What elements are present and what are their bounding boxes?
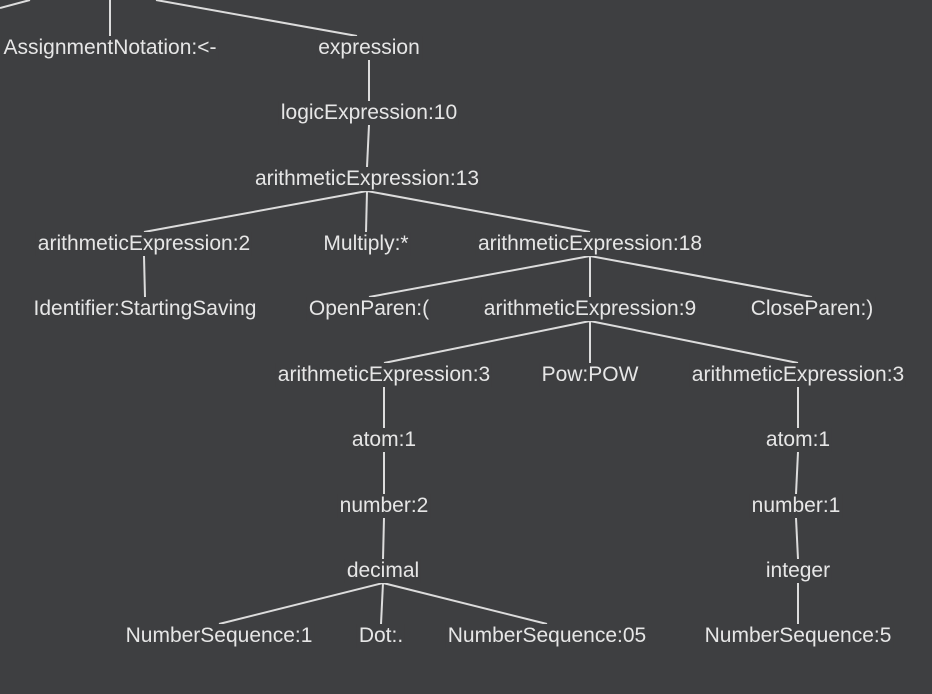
tree-edge-offscreen-2: [155, 0, 358, 37]
tree-edge-decimal-dot: [380, 582, 384, 625]
tree-edge-logic-arith13: [366, 124, 370, 168]
tree-node-ns5: NumberSequence:5: [702, 624, 894, 648]
tree-node-dot: Dot:.: [356, 624, 406, 648]
tree-node-expr: expression: [316, 36, 422, 60]
tree-node-arith3a: arithmeticExpression:3: [275, 363, 493, 387]
tree-edge-arith9-arith3a: [383, 320, 591, 364]
tree-node-assign: AssignmentNotation:<-: [1, 36, 219, 60]
tree-node-mult: Multiply:*: [321, 232, 411, 256]
tree-node-atom1b: atom:1: [763, 428, 833, 452]
tree-edge-arith13-arith18: [366, 190, 591, 233]
tree-node-arith2: arithmeticExpression:2: [35, 232, 253, 256]
tree-edge-num2-decimal: [382, 517, 385, 560]
tree-node-num2: number:2: [337, 494, 431, 518]
tree-edge-arith18-open: [368, 255, 591, 298]
tree-node-pow: Pow:POW: [539, 363, 641, 387]
tree-edge-arith13-arith2: [143, 190, 368, 233]
tree-node-open: OpenParen:(: [306, 297, 432, 321]
tree-node-num1: number:1: [749, 494, 843, 518]
tree-node-ns05: NumberSequence:05: [445, 624, 649, 648]
tree-edge-num1-integer: [795, 517, 799, 560]
tree-edge-arith18-close: [589, 255, 813, 298]
tree-edge-arith13-mult: [365, 190, 368, 233]
tree-edge-decimal-ns1: [218, 582, 384, 625]
tree-node-arith3b: arithmeticExpression:3: [689, 363, 907, 387]
tree-node-arith18: arithmeticExpression:18: [475, 232, 705, 256]
tree-edge-arith9-arith3b: [589, 320, 799, 364]
tree-node-decimal: decimal: [344, 559, 422, 583]
tree-node-arith13: arithmeticExpression:13: [252, 167, 482, 191]
tree-node-ns1: NumberSequence:1: [123, 624, 315, 648]
tree-edge-atom1b-num1: [795, 451, 799, 495]
tree-node-arith9: arithmeticExpression:9: [481, 297, 699, 321]
tree-node-logic: logicExpression:10: [278, 101, 460, 125]
tree-edge-decimal-ns05: [382, 582, 548, 625]
tree-edge-arith2-ident: [143, 255, 146, 298]
tree-node-integer: integer: [763, 559, 833, 583]
tree-node-close: CloseParen:): [748, 297, 876, 321]
tree-edge-offscreen-1: [0, 0, 31, 9]
tree-node-ident: Identifier:StartingSaving: [31, 297, 259, 321]
tree-node-atom1a: atom:1: [349, 428, 419, 452]
